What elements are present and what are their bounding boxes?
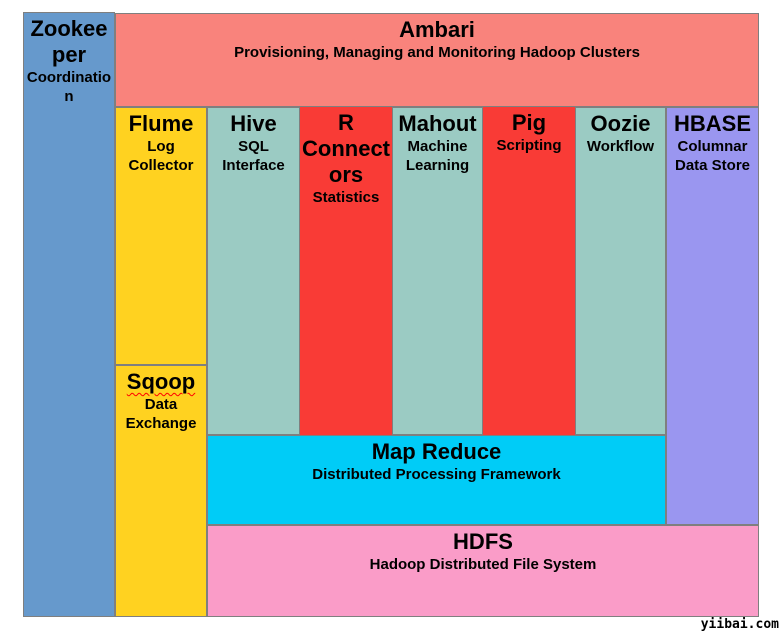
hbase-subtitle: Columnar Data Store bbox=[674, 137, 751, 174]
pig-title: Pig bbox=[511, 110, 547, 135]
block-hive: Hive SQL Interface bbox=[207, 107, 300, 435]
mahout-title: Mahout bbox=[398, 111, 477, 136]
block-ambari: Ambari Provisioning, Managing and Monito… bbox=[115, 13, 759, 107]
block-sqoop: Sqoop Data Exchange bbox=[115, 365, 207, 617]
flume-title: Flume bbox=[128, 111, 194, 136]
block-zookeeper: Zookeeper Coordination bbox=[23, 12, 115, 617]
flume-subtitle: Log Collector bbox=[128, 137, 194, 174]
zookeeper-title: Zookeeper bbox=[30, 16, 108, 67]
oozie-subtitle: Workflow bbox=[586, 137, 655, 155]
hbase-title: HBASE bbox=[673, 111, 751, 136]
oozie-title: Oozie bbox=[590, 111, 651, 136]
ambari-title: Ambari bbox=[399, 17, 475, 42]
block-hdfs: HDFS Hadoop Distributed File System bbox=[207, 525, 759, 617]
map-reduce-subtitle: Distributed Processing Framework bbox=[312, 465, 561, 483]
mahout-subtitle: Machine Learning bbox=[405, 137, 470, 174]
pig-subtitle: Scripting bbox=[496, 136, 562, 154]
block-map-reduce: Map Reduce Distributed Processing Framew… bbox=[207, 435, 666, 525]
r-connectors-title: R Connectors bbox=[302, 110, 390, 187]
block-mahout: Mahout Machine Learning bbox=[392, 107, 483, 435]
zookeeper-subtitle: Coordination bbox=[26, 68, 112, 105]
hdfs-title: HDFS bbox=[453, 529, 513, 554]
hive-title: Hive bbox=[230, 111, 277, 136]
ambari-subtitle: Provisioning, Managing and Monitoring Ha… bbox=[234, 43, 640, 61]
block-hbase: HBASE Columnar Data Store bbox=[666, 107, 759, 525]
hdfs-subtitle: Hadoop Distributed File System bbox=[369, 555, 597, 573]
r-connectors-subtitle: Statistics bbox=[312, 188, 380, 206]
map-reduce-title: Map Reduce bbox=[371, 439, 502, 464]
watermark: yiibai.com bbox=[700, 617, 779, 632]
block-pig: Pig Scripting bbox=[483, 107, 575, 435]
block-oozie: Oozie Workflow bbox=[575, 107, 666, 435]
hive-subtitle: SQL Interface bbox=[222, 137, 285, 174]
sqoop-title: Sqoop bbox=[126, 369, 196, 394]
block-flume: Flume Log Collector bbox=[115, 107, 207, 365]
block-r-connectors: R Connectors Statistics bbox=[300, 107, 392, 435]
sqoop-subtitle: Data Exchange bbox=[125, 395, 197, 432]
